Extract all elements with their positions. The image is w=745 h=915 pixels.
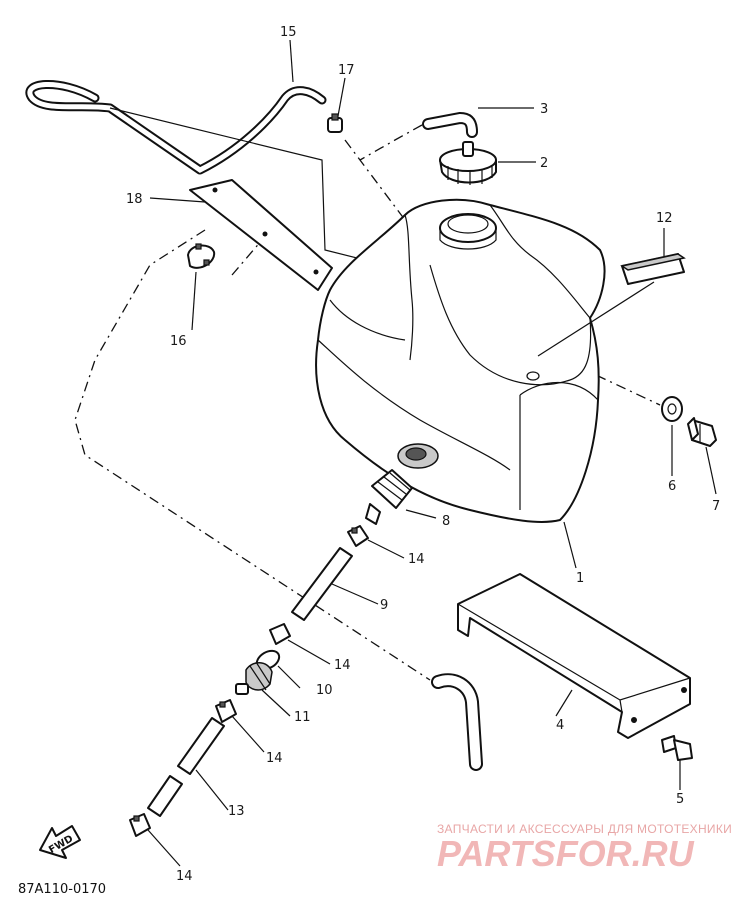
vent-hose-lower — [431, 673, 483, 771]
forward-arrow-icon: FWD — [39, 825, 81, 859]
callout-14-d: 14 — [176, 869, 193, 884]
stay-plate — [189, 179, 333, 291]
callout-6: 6 — [668, 479, 676, 494]
bolt-7 — [687, 417, 717, 447]
washer — [661, 396, 683, 422]
assembly-path-bracket — [231, 239, 263, 276]
callout-4: 4 — [556, 718, 564, 733]
callout-8: 8 — [442, 514, 450, 529]
callout-16: 16 — [170, 334, 187, 349]
breather-hose — [25, 79, 327, 175]
hose-clip-16 — [187, 243, 216, 269]
fuel-strainer — [365, 469, 413, 525]
assembly-path-left — [74, 229, 431, 681]
fuel-filter — [235, 661, 273, 695]
callout-14-b: 14 — [334, 658, 351, 673]
tank-bracket — [457, 573, 691, 739]
damper-pad — [620, 253, 686, 285]
hose-clip-14-lower — [215, 699, 237, 723]
callout-9: 9 — [380, 598, 388, 613]
callout-14-c: 14 — [266, 751, 283, 766]
hose-clip-14-upper — [347, 525, 369, 547]
callout-1: 1 — [576, 571, 584, 586]
callout-18: 18 — [126, 192, 143, 207]
watermark-tagline: ЗАПЧАСТИ И АКСЕССУАРЫ ДЛЯ МОТОТЕХНИКИ — [437, 822, 732, 836]
fuel-tank — [315, 198, 606, 523]
callout-12: 12 — [656, 211, 673, 226]
assembly-path-hose3 — [359, 124, 423, 161]
callout-7: 7 — [712, 499, 720, 514]
bolt-5 — [661, 735, 693, 761]
hose-route-line — [109, 107, 386, 266]
callout-10: 10 — [316, 683, 333, 698]
watermark-brand: PARTSFOR.RU — [437, 833, 695, 874]
vent-hose-upper — [422, 111, 478, 138]
callout-3: 3 — [540, 102, 548, 117]
fuel-pipe-13 — [147, 717, 225, 817]
callout-15: 15 — [280, 25, 297, 40]
callout-14-a: 14 — [408, 552, 425, 567]
hose-clip-14-bottom — [129, 813, 151, 837]
fuel-pipe-9 — [291, 547, 353, 621]
callout-2: 2 — [540, 156, 548, 171]
hose-clip-17 — [327, 113, 343, 133]
diagram-code: 87A110-0170 — [18, 882, 106, 897]
leader-lines — [147, 39, 717, 867]
callout-5: 5 — [676, 792, 684, 807]
callout-11: 11 — [294, 710, 311, 725]
fuel-cap — [439, 141, 497, 185]
callout-13: 13 — [228, 804, 245, 819]
hose-clip-14-mid — [269, 623, 291, 645]
callout-17: 17 — [338, 63, 355, 78]
